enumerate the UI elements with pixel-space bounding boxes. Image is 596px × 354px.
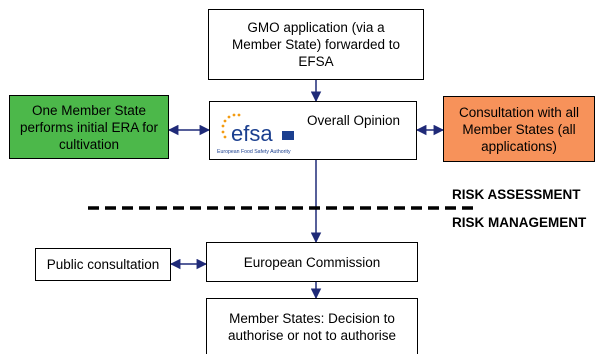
risk-management-label: RISK MANAGEMENT: [452, 215, 587, 230]
member-states-decision-box: Member States: Decision to authorise or …: [206, 298, 418, 354]
efsa-wordmark: efsa: [231, 121, 273, 146]
public-consultation-box: Public consultation: [35, 248, 171, 281]
risk-assessment-label: RISK ASSESSMENT: [452, 187, 581, 202]
efsa-logo-stars-icon: [221, 113, 241, 139]
european-commission-box: European Commission: [206, 242, 418, 282]
application-box: GMO application (via a Member State) for…: [208, 9, 424, 80]
overall-opinion-box: efsa European Food Safety Authority Over…: [209, 101, 417, 160]
efsa-logo: efsa European Food Safety Authority: [217, 113, 294, 155]
efsa-flag-icon: [282, 131, 294, 140]
efsa-tagline: European Food Safety Authority: [217, 149, 291, 155]
member-state-era-box: One Member State performs initial ERA fo…: [9, 95, 169, 159]
consultation-all-box: Consultation with all Member States (all…: [443, 96, 595, 162]
overall-opinion-label: Overall Opinion: [307, 113, 401, 128]
